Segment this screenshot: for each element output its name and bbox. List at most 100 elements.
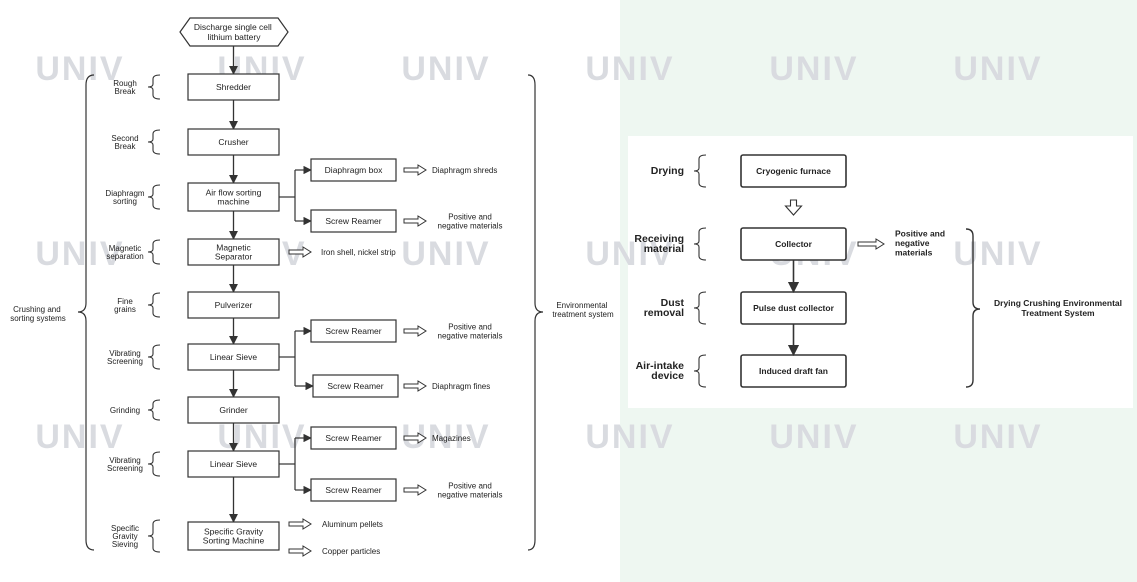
stage-brace [147, 129, 161, 155]
output-arrow [403, 432, 427, 444]
branch-box [310, 158, 397, 182]
process-box [187, 128, 280, 156]
watermark-text: UNIV [769, 418, 858, 456]
output-arrow [288, 518, 312, 530]
stage-brace [147, 344, 161, 370]
branch-box [310, 209, 397, 233]
right-process-box [740, 154, 847, 188]
watermark-text: UNIV [35, 50, 124, 88]
output-label: Iron shell, nickel strip [321, 248, 396, 257]
branch-box [310, 426, 397, 450]
right-system-brace [965, 228, 981, 388]
watermark-text: UNIV [401, 235, 490, 273]
right-stage-brace [693, 291, 707, 325]
stage-brace [147, 74, 161, 100]
stage-brace [147, 519, 161, 553]
environmental-label: Environmental treatment system [552, 301, 614, 319]
branch-box [310, 478, 397, 502]
branch-box [310, 319, 397, 343]
watermark-text: UNIV [585, 235, 674, 273]
output-arrow [403, 164, 427, 176]
process-box [187, 238, 280, 266]
output-label: Aluminum pellets [322, 520, 383, 529]
watermark-text: UNIV [585, 418, 674, 456]
right-hollow-arrow [784, 199, 803, 216]
branch-box-label: Screw Reamer [325, 326, 381, 336]
crushing-brace [77, 74, 95, 551]
stage-brace [147, 451, 161, 477]
stage-brace [147, 239, 161, 265]
stage-brace [147, 184, 161, 210]
output-arrow [403, 380, 427, 392]
right-process-label: Induced draft fan [759, 366, 828, 376]
process-box-label: Linear Sieve [210, 352, 258, 362]
process-box [187, 73, 280, 101]
right-process-label: Collector [775, 239, 813, 249]
process-box [187, 182, 280, 212]
branch-box-label: Screw Reamer [325, 433, 381, 443]
process-box [187, 291, 280, 319]
right-stage-brace [693, 154, 707, 188]
branch-box-label: Screw Reamer [325, 485, 381, 495]
start-label: Discharge single cell lithium battery [194, 22, 274, 42]
process-box [187, 343, 280, 371]
branch-box-label: Screw Reamer [327, 381, 383, 391]
stage-label: Grinding [110, 406, 140, 415]
right-process-label: Cryogenic furnace [756, 166, 831, 176]
process-box-label: Grinder [219, 405, 248, 415]
watermark-text: UNIV [401, 50, 490, 88]
process-box-label: Linear Sieve [210, 459, 258, 469]
environmental-brace [527, 74, 544, 551]
watermark-text: UNIV [953, 50, 1042, 88]
output-arrow [288, 545, 312, 557]
branch-box-label: Diaphragm box [325, 165, 383, 175]
right-stage-label: Drying [651, 165, 684, 177]
process-box-label: Shredder [216, 82, 251, 92]
output-label: Copper particles [322, 547, 380, 556]
start-hexagon [179, 17, 289, 47]
stage-brace [147, 292, 161, 318]
output-label: Diaphragm fines [432, 382, 490, 391]
right-stage-brace [693, 227, 707, 261]
watermark-text: UNIV [217, 418, 306, 456]
crushing-system-label: Crushing and sorting systems [10, 305, 66, 323]
process-box-label: Pulverizer [215, 300, 253, 310]
stage-brace [147, 399, 161, 421]
process-box [187, 521, 280, 551]
branch-box [312, 374, 399, 398]
process-box-label: Crusher [218, 137, 248, 147]
watermark-text: UNIV [953, 418, 1042, 456]
output-arrow [403, 215, 427, 227]
output-arrow [403, 325, 427, 337]
left-diagram: Discharge single cell lithium battery Sh… [10, 17, 614, 557]
process-box [187, 396, 280, 424]
watermark-text: UNIV [585, 50, 674, 88]
watermark-text: UNIV [35, 418, 124, 456]
watermark-text: UNIV [769, 50, 858, 88]
output-label: Diaphragm shreds [432, 166, 497, 175]
collector-output-arrow [857, 238, 885, 250]
right-process-label: Pulse dust collector [753, 303, 834, 313]
watermark-text: UNIV [35, 235, 124, 273]
